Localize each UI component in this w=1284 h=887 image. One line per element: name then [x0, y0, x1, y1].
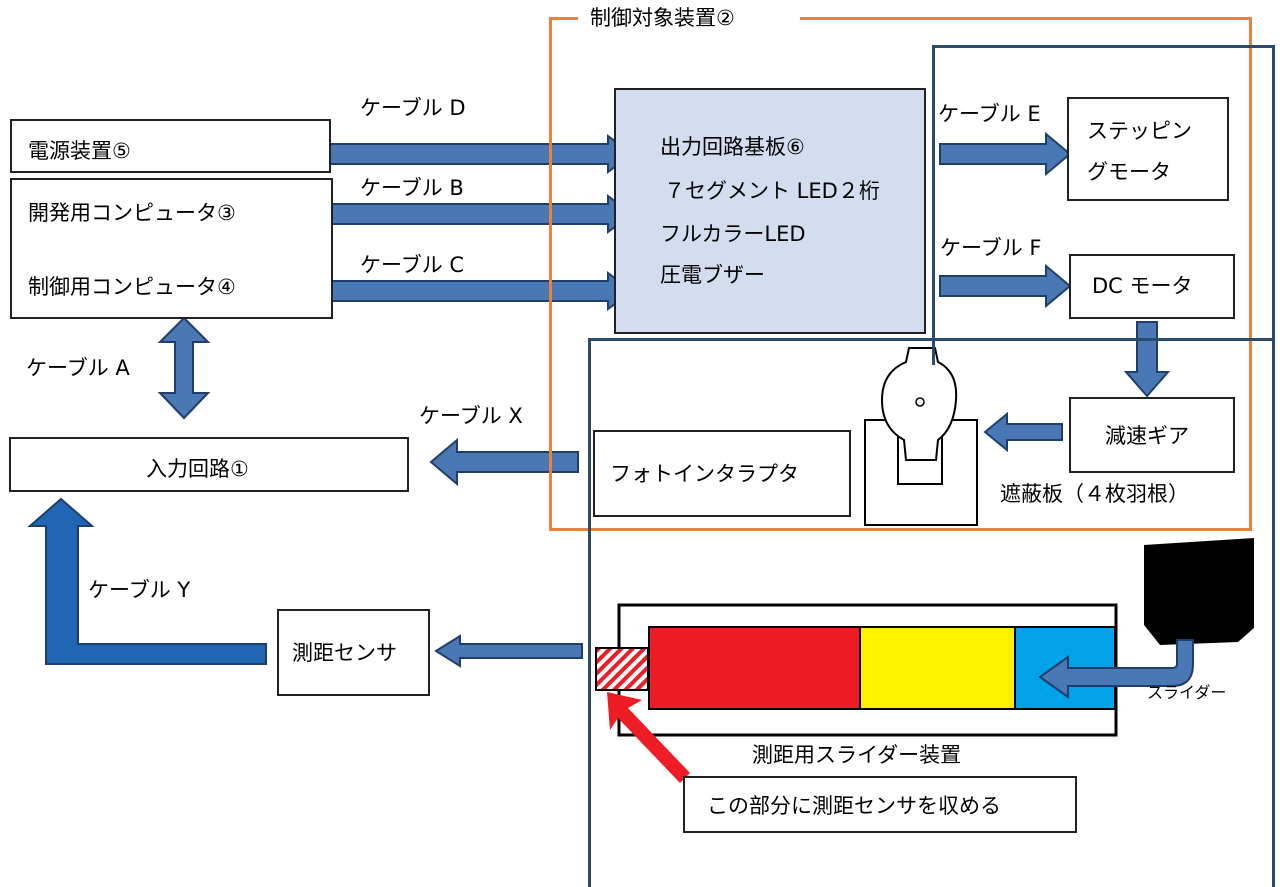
cable-a-label: ケーブル A: [26, 356, 130, 380]
cable-f-label: ケーブル F: [940, 236, 1042, 260]
power-supply-label: 電源装置⑤: [28, 139, 131, 163]
callout-label: この部分に測距センサを収める: [707, 794, 1001, 818]
photo-interrupter-box: [593, 430, 851, 517]
photo-interrupter-label: フォトインタラプタ: [610, 462, 799, 486]
callout-box: [683, 776, 1077, 833]
cable-y-label: ケーブル Y: [88, 578, 191, 602]
output-board-line1: 出力回路基板⑥: [660, 135, 805, 159]
input-circuit-label: 入力回路①: [146, 457, 249, 481]
slider-to-sensor-arrow: [434, 634, 583, 668]
cable-x-label: ケーブル X: [419, 404, 523, 428]
shield-plate-hub: [915, 397, 925, 407]
input-circuit-box: [9, 437, 409, 492]
output-board-line3: フルカラーLED: [660, 222, 806, 246]
cable-f-arrow: [939, 263, 1072, 309]
slider-knob: [1144, 538, 1254, 645]
navy-frame-main: [588, 338, 1275, 887]
power-supply-box: [10, 119, 331, 173]
cable-e-arrow: [939, 131, 1072, 177]
stepping-motor-line2: グモータ: [1087, 160, 1171, 184]
cable-d-label: ケーブル D: [360, 96, 466, 120]
orange-frame-title-bg: [578, 6, 800, 30]
controlled-device-title: 制御対象装置②: [590, 6, 735, 30]
stepping-motor-box: [1067, 97, 1229, 201]
computer-box: [10, 178, 333, 319]
dc-to-gear-arrow: [1123, 321, 1171, 398]
cable-a-arrow: [157, 316, 211, 420]
reduction-gear-label: 減速ギア: [1105, 424, 1189, 448]
navy-frame-top: [932, 45, 1275, 365]
cable-c-label: ケーブル C: [360, 253, 465, 277]
slider-hook-arrow: [1038, 639, 1194, 699]
range-sensor-label: 測距センサ: [292, 641, 397, 665]
gear-to-shield-arrow: [983, 411, 1063, 453]
output-board-box: [614, 88, 926, 334]
slider-label: スライダー: [1147, 683, 1227, 702]
cable-e-label: ケーブル E: [938, 102, 1041, 126]
cable-b-label: ケーブル B: [360, 176, 464, 200]
reduction-gear-box: [1069, 397, 1235, 473]
shield-plate-label: 遮蔽板（４枚羽根）: [1000, 482, 1189, 506]
controlled-device-frame: [549, 17, 1252, 531]
cable-y-arrow: [27, 497, 267, 665]
output-board-line2: ７セグメント LED２桁: [664, 179, 880, 203]
dc-motor-box: [1069, 254, 1235, 319]
dc-motor-label: DC モータ: [1092, 274, 1193, 298]
stepping-motor-line1: ステッピン: [1087, 119, 1192, 143]
slider-bar-red: [648, 626, 861, 710]
cable-x-arrow: [429, 437, 579, 487]
sensor-slot-hatched: [595, 647, 649, 691]
callout-arrow: [607, 692, 690, 783]
output-board-line4: 圧電ブザー: [660, 263, 765, 287]
control-computer-label: 制御用コンピュータ④: [28, 275, 236, 299]
slider-device-label: 測距用スライダー装置: [752, 743, 962, 767]
dev-computer-label: 開発用コンピュータ③: [28, 201, 236, 225]
range-sensor-box: [277, 609, 430, 696]
